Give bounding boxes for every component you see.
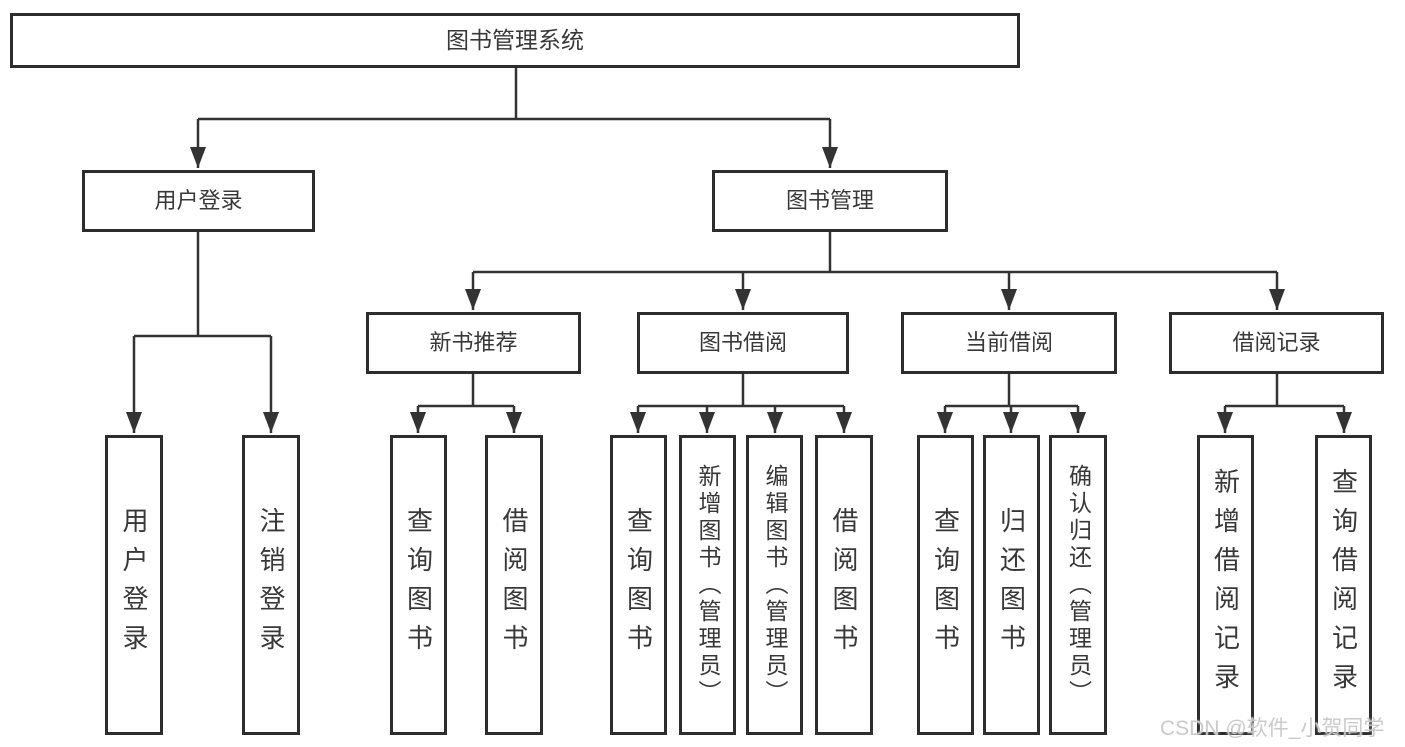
leaf-label: 新增借阅记录 — [1210, 468, 1241, 702]
leaf-current-query-books: 查询图书 — [917, 435, 974, 735]
node-label: 图书管理 — [785, 188, 874, 213]
leaf-label: 编辑图书（管理员） — [762, 463, 788, 707]
edge-segment — [198, 68, 830, 121]
leaf-label: 注销登录 — [256, 507, 286, 663]
leaf-label: 查询图书 — [930, 507, 961, 663]
connector-current-borrow — [937, 374, 1086, 433]
node-label: 当前借阅 — [964, 330, 1053, 355]
leaf-label: 借阅图书 — [829, 507, 859, 663]
leaf-label: 借阅图书 — [499, 507, 529, 663]
edge-segment — [638, 374, 844, 408]
node-book-management: 图书管理 — [712, 170, 948, 232]
node-label: 用户登录 — [154, 188, 243, 213]
leaf-label: 新增图书（管理员） — [695, 463, 721, 707]
leaf-label: 查询图书 — [403, 507, 434, 663]
leaf-label: 确认归还（管理员） — [1065, 463, 1092, 707]
leaf-label: 用户登录 — [119, 507, 149, 663]
leaf-borrow-borrow-books: 借阅图书 — [815, 435, 873, 735]
connector-user-login — [126, 232, 279, 433]
node-label: 新书推荐 — [429, 330, 518, 355]
edge-segment — [418, 374, 514, 408]
node-user-login: 用户登录 — [82, 170, 315, 232]
node-current-borrow: 当前借阅 — [901, 312, 1117, 374]
node-library-system: 图书管理系统 — [10, 13, 1020, 68]
connector-new-book-recommend — [410, 374, 522, 433]
connector-book-management — [465, 232, 1285, 310]
connector-root — [190, 68, 838, 168]
edge-segment — [1225, 374, 1344, 408]
leaf-newrec-query-books: 查询图书 — [390, 435, 447, 735]
node-new-book-recommend: 新书推荐 — [366, 312, 581, 374]
edge-segment — [945, 374, 1078, 408]
node-borrow-records: 借阅记录 — [1169, 312, 1384, 374]
node-label: 图书管理系统 — [446, 27, 584, 53]
leaf-confirm-return-admin: 确认归还（管理员） — [1049, 435, 1107, 735]
leaf-label: 查询借阅记录 — [1328, 468, 1359, 702]
connector-borrow-records — [1217, 374, 1352, 433]
leaf-return-books: 归还图书 — [983, 435, 1040, 735]
leaf-add-book-admin: 新增图书（管理员） — [679, 435, 736, 735]
leaf-records-add-record: 新增借阅记录 — [1197, 435, 1254, 735]
edge-segment — [134, 232, 271, 338]
node-label: 图书借阅 — [698, 330, 787, 355]
leaf-user-login: 用户登录 — [105, 435, 163, 735]
leaf-edit-book-admin: 编辑图书（管理员） — [746, 435, 803, 735]
leaf-newrec-borrow-books: 借阅图书 — [485, 435, 543, 735]
leaf-label: 查询图书 — [623, 507, 654, 663]
edge-segment — [473, 232, 1277, 274]
node-book-borrow: 图书借阅 — [637, 312, 849, 374]
leaf-borrow-query-books: 查询图书 — [610, 435, 667, 735]
csdn-watermark: CSDN @软件_小贺同学 — [1160, 717, 1385, 740]
leaf-records-query-record: 查询借阅记录 — [1315, 435, 1372, 735]
node-label: 借阅记录 — [1232, 330, 1321, 355]
leaf-label: 归还图书 — [996, 507, 1027, 663]
connector-book-borrow — [630, 374, 852, 433]
leaf-logout: 注销登录 — [242, 435, 300, 735]
